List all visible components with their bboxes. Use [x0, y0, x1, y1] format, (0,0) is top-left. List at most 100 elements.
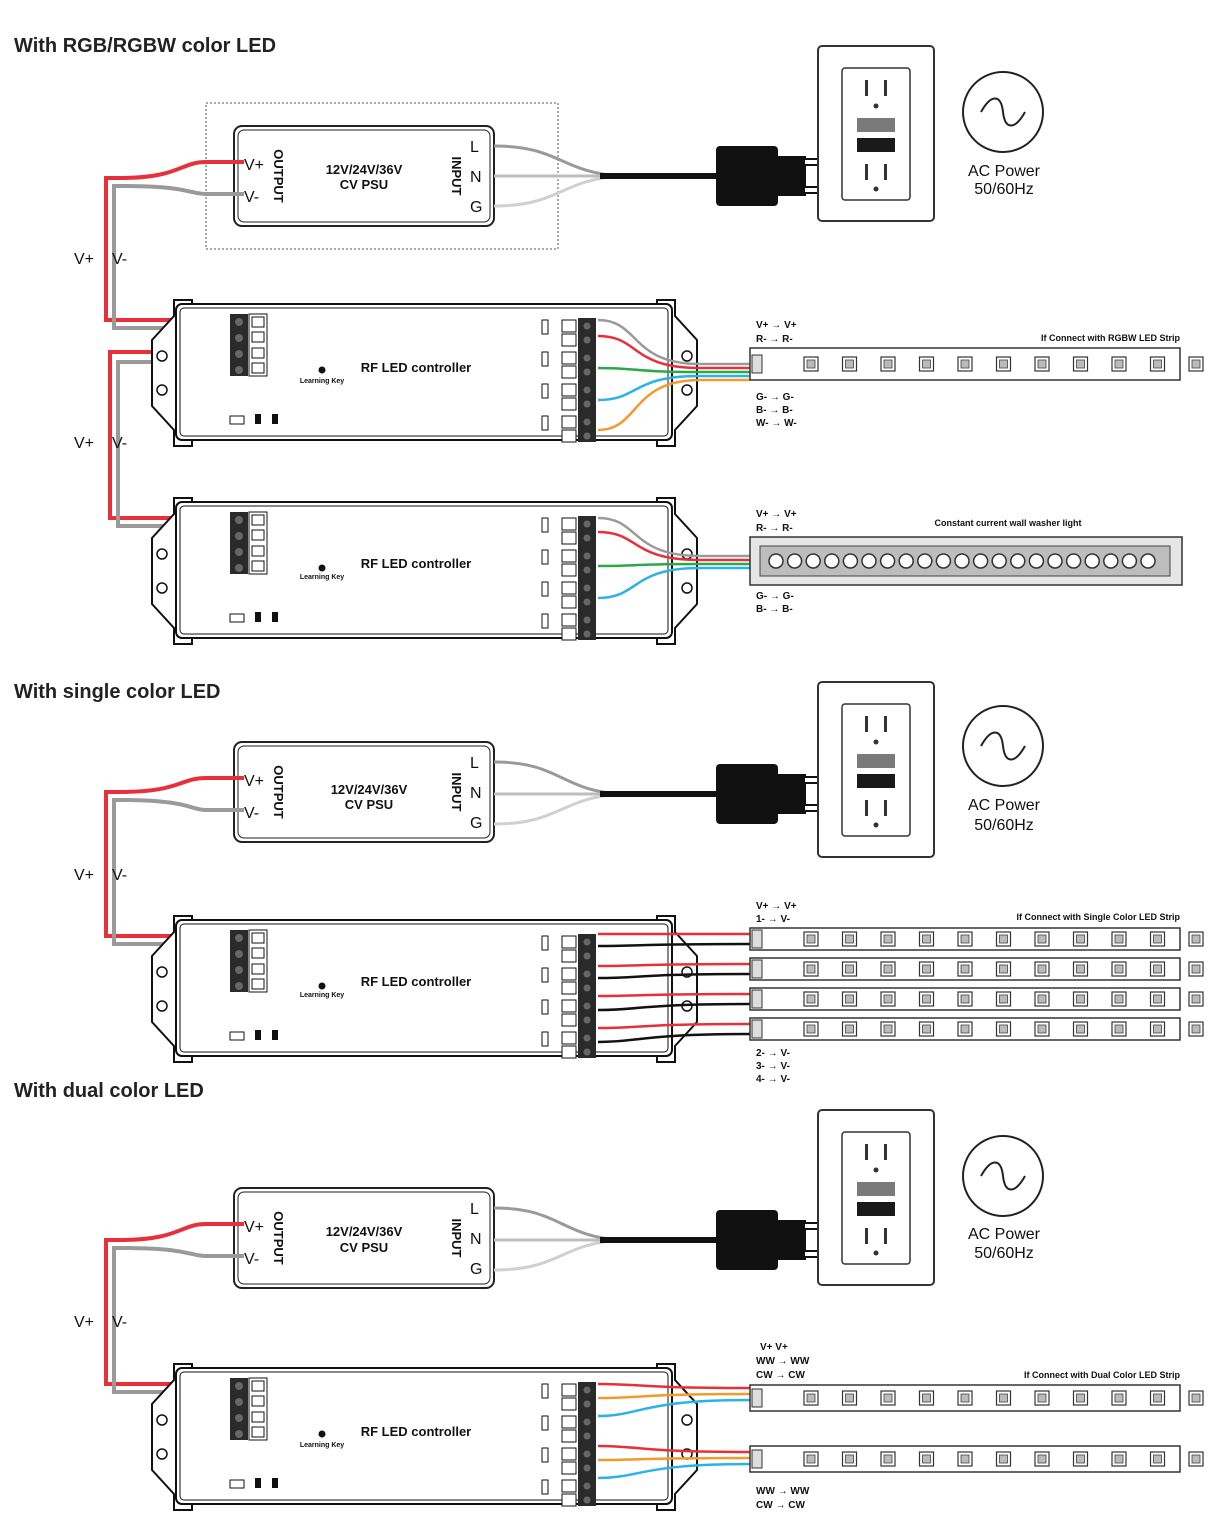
led-cell	[880, 961, 896, 977]
led-cell	[1111, 931, 1127, 947]
led-cell	[1111, 1451, 1127, 1467]
svg-text:V-: V-	[112, 435, 127, 452]
section-title-single: With single color LED	[14, 681, 221, 703]
led-cell	[1111, 1021, 1127, 1037]
led-cell	[1034, 961, 1050, 977]
washer-led	[786, 553, 803, 569]
led-cell	[1149, 1390, 1166, 1406]
svg-text:Learning Key: Learning Key	[300, 574, 344, 581]
svg-text:L: L	[470, 139, 479, 156]
svg-text:G: G	[470, 199, 482, 216]
washer-led	[861, 553, 877, 569]
led-cell	[880, 1390, 896, 1406]
strip-title-single: If Connect with Single Color LED Strip	[1017, 912, 1181, 922]
svg-text:1- → V-: 1- → V-	[756, 914, 790, 925]
svg-text:G: G	[470, 1261, 482, 1278]
svg-text:N: N	[470, 1231, 482, 1248]
led-cell	[1034, 931, 1050, 947]
ac-symbol-3	[962, 1135, 1044, 1217]
svg-text:CW → CW: CW → CW	[756, 1370, 805, 1381]
led-cell	[957, 1390, 973, 1406]
led-cell	[880, 1451, 896, 1467]
led-cell	[957, 961, 973, 977]
svg-text:CV PSU: CV PSU	[340, 1240, 388, 1255]
svg-text:V+: V+	[244, 773, 264, 790]
led-cell	[803, 961, 819, 977]
outlet-1	[817, 45, 935, 222]
led-cell	[918, 931, 935, 947]
led-cell	[1034, 356, 1050, 372]
led-cell	[957, 356, 973, 372]
led-cell	[957, 1021, 973, 1037]
washer-led	[842, 553, 859, 569]
svg-text:N: N	[470, 169, 482, 186]
led-cell	[1188, 1390, 1204, 1406]
washer-led	[972, 553, 989, 569]
washer-led	[1103, 553, 1119, 569]
led-cell	[1111, 991, 1127, 1007]
solder-pad	[751, 989, 763, 1009]
svg-text:50/60Hz: 50/60Hz	[974, 1245, 1034, 1262]
svg-text:AC Power: AC Power	[968, 797, 1041, 814]
led-cell	[880, 931, 896, 947]
section-title-dual: With dual color LED	[14, 1080, 204, 1102]
svg-text:Learning Key: Learning Key	[300, 378, 344, 385]
outlet-3	[817, 1109, 935, 1286]
washer-led	[824, 553, 840, 569]
led-cell	[880, 1021, 896, 1037]
led-cell	[841, 991, 858, 1007]
led-cell	[1188, 991, 1204, 1007]
led-cell	[841, 1451, 858, 1467]
svg-text:RF LED controller: RF LED controller	[361, 1424, 472, 1439]
led-cell	[918, 991, 935, 1007]
led-cell	[1149, 991, 1166, 1007]
svg-text:V-: V-	[112, 251, 127, 268]
svg-text:12V/24V/36V: 12V/24V/36V	[326, 1224, 403, 1239]
led-cell	[1188, 1451, 1204, 1467]
solder-pad	[751, 1388, 763, 1408]
svg-text:Learning Key: Learning Key	[300, 1442, 344, 1449]
svg-text:CV PSU: CV PSU	[345, 797, 393, 812]
led-cell	[1072, 961, 1089, 977]
plug-2	[715, 763, 833, 825]
svg-text:3- → V-: 3- → V-	[756, 1061, 790, 1072]
solder-pad	[751, 1019, 763, 1039]
svg-text:L: L	[470, 755, 479, 772]
controller-3: RF LED controller Learning Key	[151, 915, 698, 1063]
led-cell	[880, 356, 896, 372]
controller-2: RF LED controller Learning Key	[151, 497, 698, 645]
svg-text:V-: V-	[244, 1251, 259, 1268]
led-cell	[995, 356, 1012, 372]
led-cell	[1149, 1021, 1166, 1037]
led-cell	[1034, 991, 1050, 1007]
svg-text:50/60Hz: 50/60Hz	[974, 181, 1034, 198]
svg-text:2- → V-: 2- → V-	[756, 1048, 790, 1059]
svg-text:V-: V-	[244, 805, 259, 822]
controller-1: RF LED controller Learning Key	[151, 299, 698, 447]
led-cell	[995, 1390, 1012, 1406]
led-cell	[803, 1390, 819, 1406]
washer-led	[898, 553, 914, 569]
svg-text:V+ V+: V+ V+	[760, 1342, 788, 1353]
svg-text:12V/24V/36V: 12V/24V/36V	[331, 782, 408, 797]
led-cell	[1072, 931, 1089, 947]
svg-text:L: L	[470, 1201, 479, 1218]
strip-title-washer: Constant current wall washer light	[934, 518, 1081, 528]
svg-text:OUTPUT: OUTPUT	[271, 765, 286, 819]
svg-text:V-: V-	[244, 189, 259, 206]
svg-text:CV PSU: CV PSU	[340, 177, 388, 192]
led-cell	[918, 961, 935, 977]
svg-text:INPUT: INPUT	[449, 773, 464, 812]
svg-text:V-: V-	[112, 867, 127, 884]
svg-text:B- → B-: B- → B-	[756, 405, 793, 416]
led-cell	[957, 991, 973, 1007]
washer-led	[1047, 553, 1063, 569]
svg-text:INPUT: INPUT	[449, 157, 464, 196]
strip-title-dual: If Connect with Dual Color LED Strip	[1024, 1370, 1180, 1380]
led-cell	[803, 356, 819, 372]
svg-text:AC Power: AC Power	[968, 1226, 1041, 1243]
led-cell	[1072, 1390, 1089, 1406]
psu-2: V+ V- OUTPUT 12V/24V/36V CV PSU INPUT L …	[233, 741, 495, 843]
svg-text:WW → WW: WW → WW	[756, 1486, 810, 1497]
